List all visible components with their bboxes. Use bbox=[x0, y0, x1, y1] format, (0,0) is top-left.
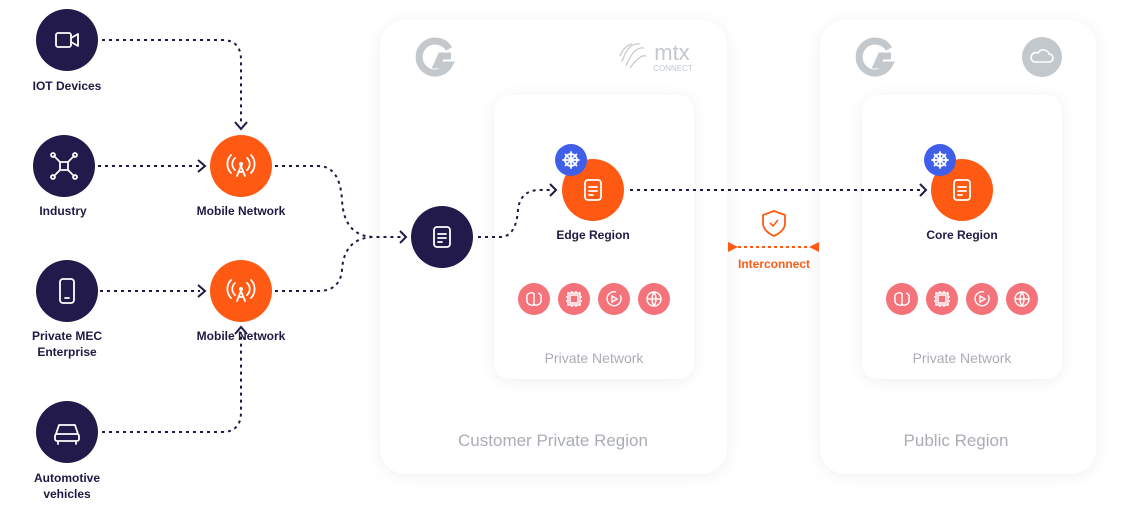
flow-iot-to-mobile bbox=[102, 39, 242, 124]
chip-icon bbox=[934, 291, 950, 307]
video-camera-icon bbox=[55, 32, 79, 48]
play-icon bbox=[606, 291, 622, 307]
private-mec-label: Private MEC bbox=[32, 329, 102, 343]
core-services bbox=[886, 283, 1038, 315]
core-region-label: Core Region bbox=[926, 228, 997, 242]
private-mec-node: Private MEC Enterprise bbox=[32, 260, 102, 359]
core-region-node: Core Region bbox=[924, 144, 998, 242]
play-icon bbox=[974, 291, 990, 307]
gateway-server-node bbox=[411, 206, 473, 268]
automotive-node: Automotive vehicles bbox=[34, 401, 100, 501]
public-region-label: Public Region bbox=[904, 431, 1009, 450]
enterprise-label: Enterprise bbox=[37, 345, 97, 359]
service-badge bbox=[966, 283, 998, 315]
brain-icon bbox=[526, 291, 542, 306]
service-badge bbox=[598, 283, 630, 315]
kubernetes-icon bbox=[931, 151, 949, 169]
mtx-connect-logo: mtx CONNECT bbox=[619, 40, 693, 73]
chip-icon bbox=[566, 291, 582, 307]
automotive-label: Automotive bbox=[34, 471, 100, 485]
brain-icon bbox=[894, 291, 910, 306]
customer-private-region-label: Customer Private Region bbox=[458, 431, 648, 450]
connect-logo-text: CONNECT bbox=[653, 64, 693, 73]
service-badge bbox=[558, 283, 590, 315]
service-badge bbox=[926, 283, 958, 315]
core-private-network-label: Private Network bbox=[913, 350, 1013, 366]
cloud-icon bbox=[1030, 49, 1054, 63]
cloud-badge bbox=[1022, 37, 1062, 77]
globe-icon bbox=[1014, 291, 1030, 307]
mtx-logo-text: mtx bbox=[654, 40, 689, 65]
flow-mobile2-to-gateway bbox=[275, 236, 376, 292]
interconnect-label: Interconnect bbox=[738, 257, 810, 271]
edge-services bbox=[518, 283, 670, 315]
drone-icon bbox=[50, 152, 78, 180]
mobile-network-label: Mobile Network bbox=[197, 204, 286, 218]
shield-check-icon bbox=[762, 210, 786, 237]
iot-devices-node: IOT Devices bbox=[33, 9, 102, 93]
globe-icon bbox=[646, 291, 662, 307]
mobile-network-label: Mobile Network bbox=[197, 329, 286, 343]
flow-automotive-to-mobile bbox=[102, 332, 242, 433]
industry-node: Industry bbox=[33, 135, 95, 218]
car-icon bbox=[54, 424, 80, 445]
vehicles-label: vehicles bbox=[43, 487, 91, 501]
flow-mobile1-to-gateway bbox=[275, 165, 404, 238]
industry-label: Industry bbox=[39, 204, 87, 218]
edge-private-network-label: Private Network bbox=[545, 350, 645, 366]
edge-region-label: Edge Region bbox=[556, 228, 629, 242]
iot-devices-label: IOT Devices bbox=[33, 79, 102, 93]
mobile-network-node-1: Mobile Network bbox=[197, 135, 286, 218]
smartphone-icon bbox=[59, 278, 75, 304]
mobile-network-node-2: Mobile Network bbox=[197, 260, 286, 343]
kubernetes-icon bbox=[562, 151, 580, 169]
edge-region-node: Edge Region bbox=[555, 144, 630, 242]
interconnect: Interconnect bbox=[728, 210, 819, 271]
flow-gateway-to-edge bbox=[478, 189, 550, 238]
